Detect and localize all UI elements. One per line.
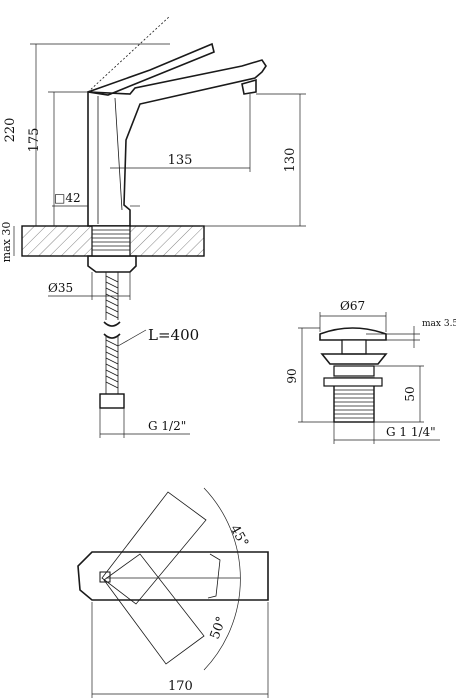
hose-braid-lower — [105, 339, 119, 389]
drain-cap — [319, 327, 387, 341]
mounting-nut — [87, 255, 137, 273]
dimension-waste-thread: G 1 1/4" — [386, 425, 436, 439]
dimension-waste-height: 90 — [285, 368, 299, 383]
dimension-waste-diameter: Ø67 — [340, 299, 365, 313]
dimension-hose-length: L=400 — [148, 326, 199, 344]
dimension-top-angle: 45° — [227, 523, 252, 550]
waste-drain-view: Ø67 max 3.5 90 50 G 1 1/4" — [285, 299, 456, 444]
dimension-base-square: □42 — [54, 191, 81, 205]
hose-connector-nut — [99, 393, 125, 409]
top-view-handle-45 — [101, 491, 207, 605]
faucet-top-view: 45° 50° 170 — [77, 487, 269, 698]
dimension-waste-thread-length: 50 — [403, 386, 417, 401]
top-view-center-marker — [99, 571, 111, 583]
dimension-135: 135 — [168, 153, 193, 168]
angle-arc — [203, 487, 241, 671]
top-view-handle-50 — [103, 553, 205, 665]
top-view-spout — [207, 553, 221, 599]
mounting-shank — [91, 225, 131, 257]
dimension-bottom-angle: 50° — [208, 615, 230, 642]
shank-thread-lines — [92, 229, 130, 251]
faucet-handle-lever-outline — [87, 15, 171, 93]
dimension-175: 175 — [27, 128, 42, 153]
dimension-220: 220 — [3, 118, 18, 143]
top-view-body — [77, 551, 269, 601]
faucet-side-view: 220 175 135 130 □42 max 30 Ø35 L=400 G 1… — [0, 15, 306, 438]
dimension-top-length: 170 — [168, 679, 193, 694]
faucet-body — [87, 59, 267, 227]
drain-flange — [320, 353, 388, 365]
drain-stem — [341, 339, 367, 355]
faucet-handle-lever — [87, 42, 215, 96]
faucet-spout-inner — [97, 96, 123, 224]
drain-nut — [323, 377, 383, 387]
dimension-max-30: max 30 — [0, 222, 13, 263]
hose-break-symbol — [103, 321, 121, 339]
dimension-130: 130 — [283, 148, 298, 173]
hose-braid — [105, 275, 119, 319]
dimension-base-diameter: Ø35 — [48, 281, 73, 295]
dimension-connection-thread: G 1/2" — [148, 419, 186, 433]
faucet-aerator — [241, 78, 257, 95]
drain-collar — [333, 365, 375, 377]
dimension-waste-max: max 3.5 — [422, 319, 456, 329]
